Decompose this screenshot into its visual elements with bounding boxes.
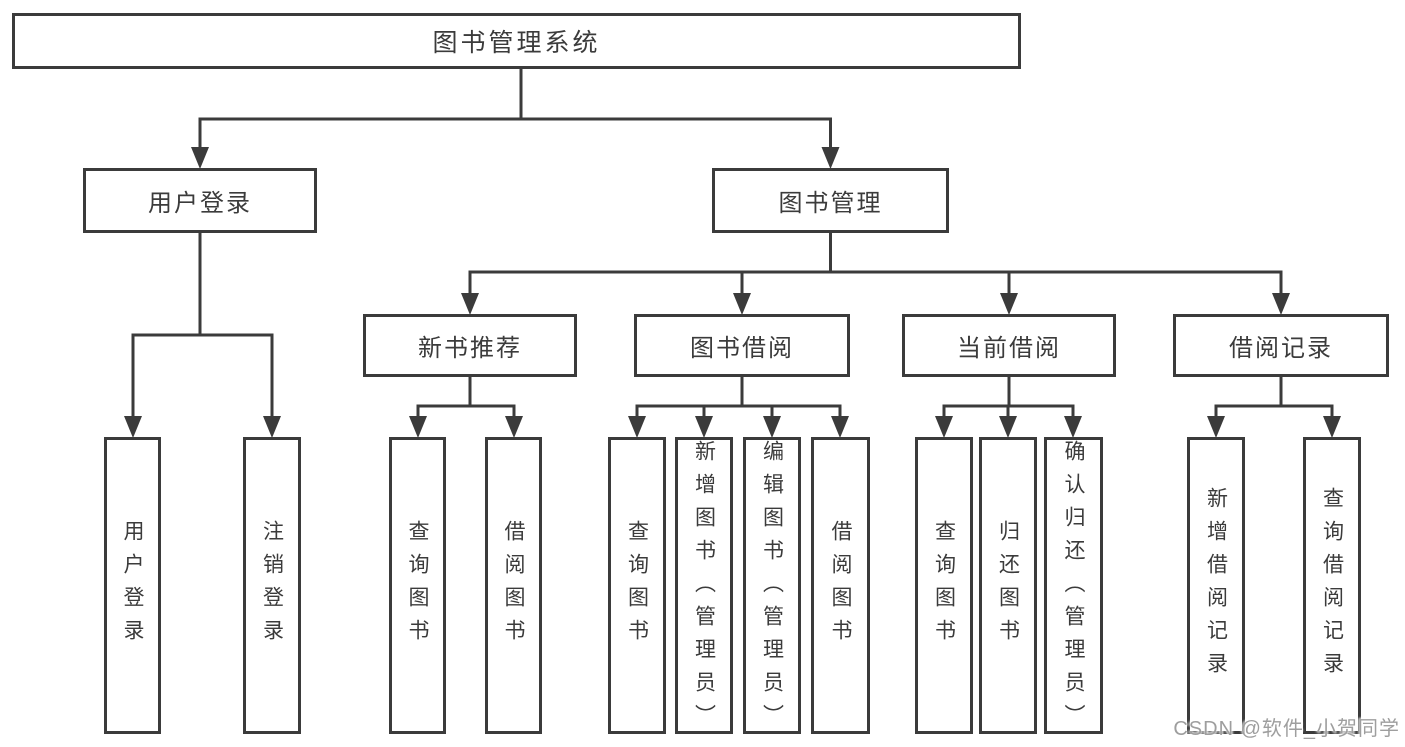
node-book-borrow: 图书借阅 xyxy=(634,314,850,377)
leaf-cb-confirm-return: 确认归还（管理员） xyxy=(1044,437,1103,737)
node-new-book-rec: 新书推荐 xyxy=(363,314,577,377)
leaf-user-login: 用户登录 xyxy=(104,437,161,734)
leaf-bb-edit-book: 编辑图书（管理员） xyxy=(743,437,801,737)
leaf-rc-add-record: 新增借阅记录 xyxy=(1187,437,1245,734)
node-current-borrow: 当前借阅 xyxy=(902,314,1116,377)
node-root: 图书管理系统 xyxy=(12,13,1021,69)
leaf-bb-add-book: 新增图书（管理员） xyxy=(675,437,733,737)
leaf-logout: 注销登录 xyxy=(243,437,301,734)
node-book-mgmt: 图书管理 xyxy=(712,168,949,233)
leaf-bb-query-book: 查询图书 xyxy=(608,437,666,734)
leaf-cb-return-book: 归还图书 xyxy=(979,437,1037,734)
watermark: CSDN @软件_小贺同学 xyxy=(1173,718,1400,740)
leaf-nb-borrow-book: 借阅图书 xyxy=(485,437,542,734)
leaf-bb-borrow-book: 借阅图书 xyxy=(811,437,870,734)
node-user-login: 用户登录 xyxy=(83,168,317,233)
leaf-nb-query-book: 查询图书 xyxy=(389,437,446,734)
node-borrow-records: 借阅记录 xyxy=(1173,314,1389,377)
arrowheads xyxy=(124,147,1341,438)
leaf-rc-query-record: 查询借阅记录 xyxy=(1303,437,1361,734)
leaf-cb-query-book: 查询图书 xyxy=(915,437,973,734)
